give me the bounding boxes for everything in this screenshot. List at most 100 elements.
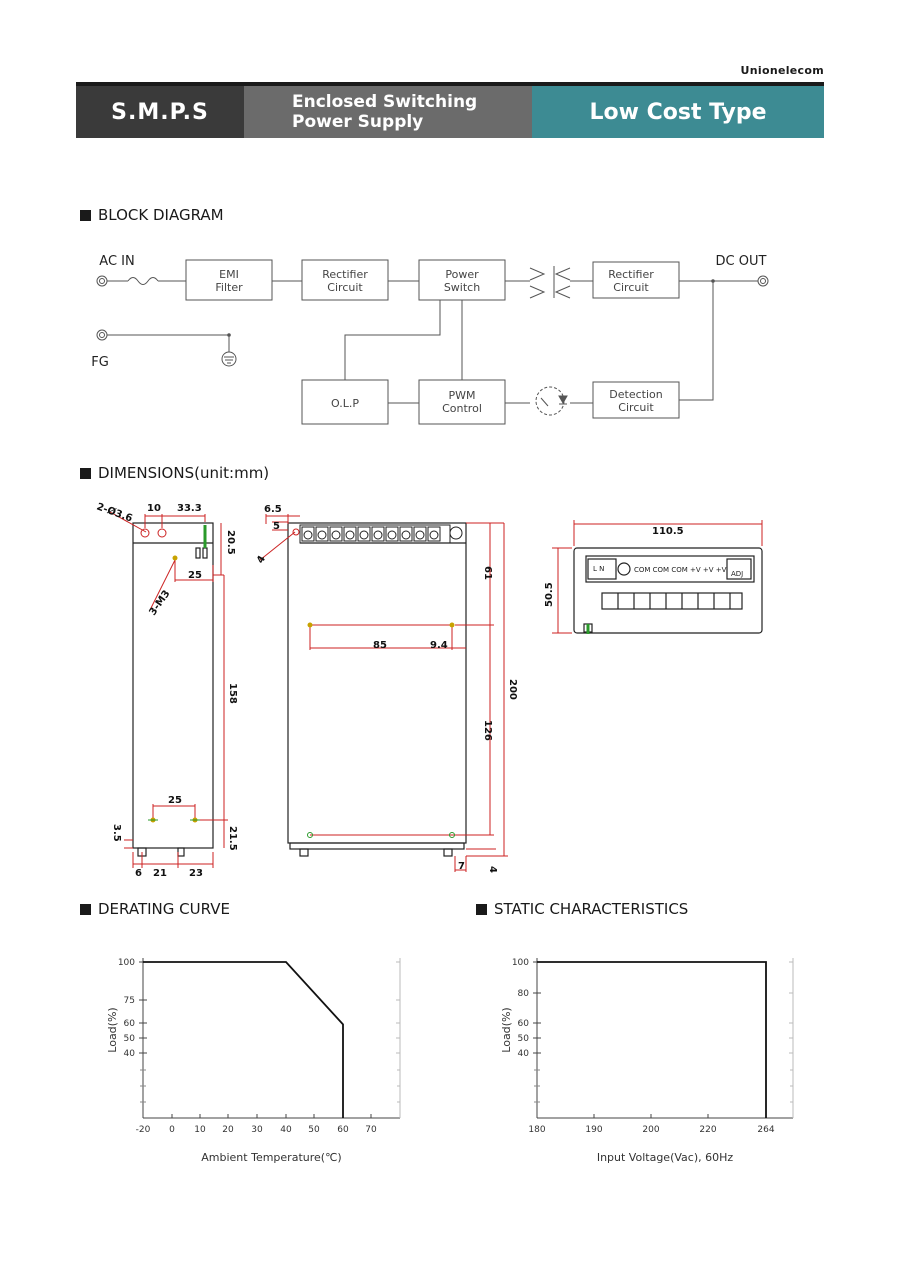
- x-tick-label: 20: [222, 1125, 234, 1135]
- pwm-label-1: PWM: [448, 389, 475, 402]
- series-line: [537, 961, 767, 1118]
- y-tick-label: 50: [124, 1034, 136, 1044]
- dim-3-5-label: 3.5: [111, 824, 122, 842]
- fuse-icon: [127, 277, 159, 285]
- rect2-label-1: Rectifier: [608, 268, 654, 281]
- x-tick-label: 50: [308, 1125, 320, 1135]
- dim-33-3-label: 33.3: [177, 503, 202, 514]
- power-switch-box: [418, 259, 506, 301]
- y-tick-label: 60: [518, 1019, 530, 1029]
- x-tick-label: 0: [169, 1125, 175, 1135]
- power-label-2: Switch: [444, 281, 480, 294]
- x-tick-label: 264: [757, 1125, 774, 1135]
- rectifier2-box: [592, 261, 680, 299]
- dim-50-5-label: 50.5: [544, 582, 555, 607]
- ac-in-terminal-icon: [96, 275, 108, 287]
- isolation-chevron: [554, 267, 571, 281]
- section-title: DERATING CURVE: [98, 900, 230, 918]
- det-label-2: Circuit: [618, 401, 654, 414]
- bullet-square-icon: [80, 903, 91, 915]
- rectifier1-box: [301, 259, 389, 301]
- x-tick-label: -20: [136, 1125, 151, 1135]
- dim-6-label: 6: [135, 868, 142, 879]
- fg-label: FG: [91, 355, 109, 370]
- dim-7-label: 7: [458, 861, 465, 872]
- isolation-chevron: [529, 267, 546, 281]
- det-label-1: Detection: [609, 388, 662, 401]
- side-view: [132, 522, 214, 857]
- dim-3m3-label: 3-M3: [147, 588, 172, 617]
- section-title: BLOCK DIAGRAM: [98, 206, 224, 224]
- dim-21-5-label: 21.5: [227, 826, 238, 851]
- dim-4-right-label: 4: [487, 866, 498, 873]
- dim-25-top-label: 25: [188, 570, 202, 581]
- x-tick-label: 180: [528, 1125, 545, 1135]
- isolation-chevron: [529, 285, 546, 299]
- x-tick-label: 200: [642, 1125, 659, 1135]
- section-derating-curve: DERATING CURVE: [80, 900, 230, 918]
- rect2-label-2: Circuit: [613, 281, 649, 294]
- bullet-square-icon: [80, 467, 91, 479]
- section-title: STATIC CHARACTERISTICS: [494, 900, 689, 918]
- optocoupler-icon: [535, 386, 565, 416]
- dc-out-terminal-inner: [760, 278, 766, 284]
- detection-box: [592, 381, 680, 419]
- y-tick-label: 50: [518, 1034, 530, 1044]
- ac-in-terminal-inner: [99, 278, 105, 284]
- y-tick-label: 60: [124, 1019, 136, 1029]
- series-line: [143, 961, 344, 1118]
- dim-6-5-label: 6.5: [264, 504, 282, 515]
- section-dimensions: DIMENSIONS(unit:mm): [80, 464, 269, 482]
- dim-126-label: 126: [482, 720, 493, 741]
- section-static-characteristics: STATIC CHARACTERISTICS: [476, 900, 688, 918]
- y-tick-label: 100: [118, 958, 135, 968]
- section-title: DIMENSIONS(unit:mm): [98, 464, 270, 482]
- rect1-label-2: Circuit: [327, 281, 363, 294]
- dim-110-5-label: 110.5: [652, 526, 684, 537]
- dim-5-label: 5: [273, 521, 280, 532]
- bullet-square-icon: [476, 903, 487, 915]
- bullet-square-icon: [80, 209, 91, 221]
- section-block-diagram: BLOCK DIAGRAM: [80, 206, 224, 224]
- x-tick-label: 70: [365, 1125, 377, 1135]
- pwm-label-2: Control: [442, 402, 482, 415]
- dim-4-left-label: 4: [255, 554, 268, 566]
- x-tick-label: 190: [585, 1125, 602, 1135]
- dim-9-4-label: 9.4: [430, 640, 448, 651]
- header-top-line: [76, 82, 824, 86]
- y-axis-label: Load(%): [500, 1007, 513, 1052]
- y-tick-label: 40: [518, 1049, 530, 1059]
- rect1-label-1: Rectifier: [322, 268, 368, 281]
- dc-out-label: DC OUT: [716, 254, 767, 269]
- y-axis-label: Load(%): [106, 1007, 119, 1052]
- y-tick-label: 100: [512, 958, 529, 968]
- header-product-line2: Power Supply: [292, 112, 424, 132]
- x-tick-label: 10: [194, 1125, 206, 1135]
- dim-10-label: 10: [147, 503, 161, 514]
- dim-200-label: 200: [507, 679, 518, 700]
- emi-filter-box: [185, 259, 273, 301]
- terminal-adj-label: ADJ: [731, 570, 743, 578]
- dim-21-label: 21: [153, 868, 167, 879]
- isolation-chevron: [554, 285, 571, 299]
- header-banner: S.M.P.S Enclosed Switching Power Supply …: [76, 82, 824, 138]
- terminal-ln-label: L N: [593, 565, 604, 573]
- x-tick-label: 60: [337, 1125, 349, 1135]
- header-type: Low Cost Type: [532, 86, 824, 138]
- dim-158-label: 158: [227, 683, 238, 704]
- x-tick-label: 40: [280, 1125, 292, 1135]
- dim-61-label: 61: [482, 566, 493, 580]
- olp-box: [301, 379, 389, 425]
- top-view: [287, 522, 467, 857]
- power-label-1: Power: [445, 268, 479, 281]
- dim-20-5-label: 20.5: [225, 530, 236, 555]
- emi-label-1: EMI: [219, 268, 239, 281]
- ground-icon: [221, 351, 237, 367]
- terminal-block: [299, 524, 463, 544]
- header-product-line1: Enclosed Switching: [292, 92, 478, 112]
- pwm-control-box: [418, 379, 506, 425]
- x-tick-label: 30: [251, 1125, 263, 1135]
